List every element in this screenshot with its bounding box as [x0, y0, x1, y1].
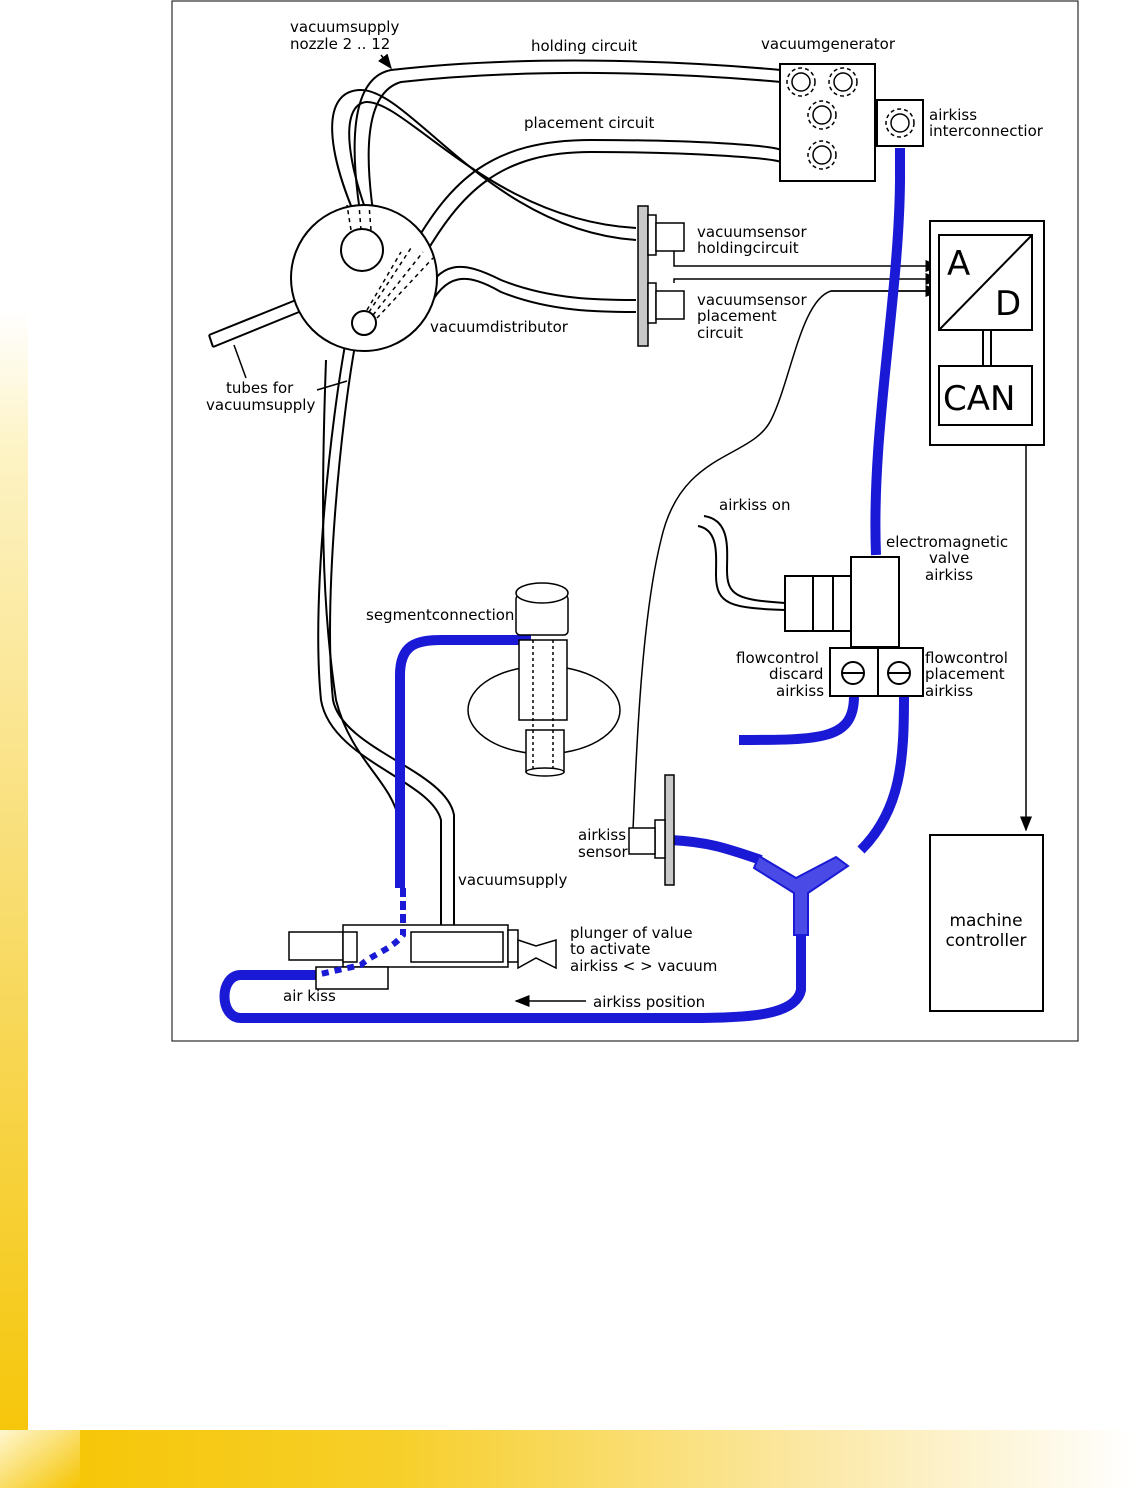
- label-vacuumsensor-holding-2: holdingcircuit: [697, 239, 799, 257]
- label-ad-a: A: [947, 244, 970, 284]
- label-nozzle: nozzle 2 .. 12: [290, 35, 390, 53]
- valve-redraw-dashed: [315, 890, 406, 978]
- label-plunger-3: airkiss < > vacuum: [570, 957, 717, 975]
- label-flow-placement-3: airkiss: [925, 682, 973, 700]
- module-labels: A D CAN machine controller: [943, 244, 1027, 951]
- label-em-valve-3: airkiss: [925, 566, 973, 584]
- label-vacuumgenerator: vacuumgenerator: [761, 35, 896, 53]
- label-airkiss-sensor-1: airkiss: [578, 826, 626, 844]
- vacuumsensor-holding: [637, 205, 685, 347]
- leader-lines: [233, 53, 392, 391]
- segmentconnection: [467, 582, 621, 777]
- diagram-labels: vacuumsupply nozzle 2 .. 12 holding circ…: [206, 18, 1044, 1011]
- label-vacuumsensor-holding-1: vacuumsensor: [697, 223, 807, 241]
- bottom-accent-square: [0, 1430, 80, 1488]
- label-vacuumsupply-lower: vacuumsupply: [458, 871, 567, 889]
- vacuumgenerator: [779, 63, 924, 182]
- label-can: CAN: [943, 379, 1015, 419]
- label-airkiss-interconnection-2: interconnectior: [929, 122, 1044, 140]
- label-placement-circuit: placement circuit: [524, 114, 655, 132]
- airkiss-sensor: [628, 774, 675, 886]
- bottom-accent-bar: [0, 1430, 1136, 1488]
- airkiss-tubes: [219, 148, 909, 1023]
- label-ad-d: D: [995, 284, 1021, 324]
- label-air-kiss: air kiss: [283, 987, 336, 1005]
- label-vacuumsensor-placement-2: placement: [697, 307, 777, 325]
- label-em-valve-2: valve: [929, 549, 969, 567]
- label-segmentconnection: segmentconnection: [366, 606, 514, 624]
- label-machine-controller-1: machine: [949, 911, 1022, 931]
- left-accent-bar: [0, 310, 28, 1488]
- label-tubes-for-1: tubes for: [226, 379, 294, 397]
- label-holding-circuit: holding circuit: [531, 37, 638, 55]
- label-plunger-1: plunger of value: [570, 924, 693, 942]
- signal-lines: [632, 251, 941, 831]
- label-flow-discard-2: discard: [769, 665, 823, 683]
- label-flow-discard-1: flowcontrol: [736, 649, 819, 667]
- label-vacuumsensor-placement-3: circuit: [697, 324, 743, 342]
- label-flow-placement-2: placement: [925, 665, 1005, 683]
- label-tubes-for-2: vacuumsupply: [206, 396, 315, 414]
- label-airkiss-position: airkiss position: [593, 993, 705, 1011]
- label-flow-placement-1: flowcontrol: [925, 649, 1008, 667]
- label-airkiss-sensor-2: sensor: [578, 843, 629, 861]
- vacuum-tubes: [208, 59, 782, 930]
- plunger-valve: [288, 924, 557, 990]
- ad-can-module: [929, 220, 1045, 446]
- electromagnetic-valve: [784, 556, 924, 697]
- y-connector: [752, 854, 850, 936]
- vacuumdistributor: [290, 204, 438, 352]
- machine-controller: [929, 834, 1044, 1012]
- label-em-valve-1: electromagnetic: [886, 533, 1008, 551]
- label-machine-controller-2: controller: [945, 931, 1026, 951]
- label-vacuumsensor-placement-1: vacuumsensor: [697, 291, 807, 309]
- label-airkiss-interconnection-1: airkiss: [929, 106, 977, 124]
- airkiss-on-wires: [697, 515, 786, 611]
- label-plunger-2: to activate: [570, 940, 651, 958]
- label-flow-discard-3: airkiss: [776, 682, 824, 700]
- label-vacuumsupply: vacuumsupply: [290, 18, 399, 36]
- label-airkiss-on: airkiss on: [719, 496, 790, 514]
- label-vacuumdistributor: vacuumdistributor: [430, 318, 569, 336]
- pneumatic-diagram: vacuumsupply nozzle 2 .. 12 holding circ…: [171, 0, 1079, 1042]
